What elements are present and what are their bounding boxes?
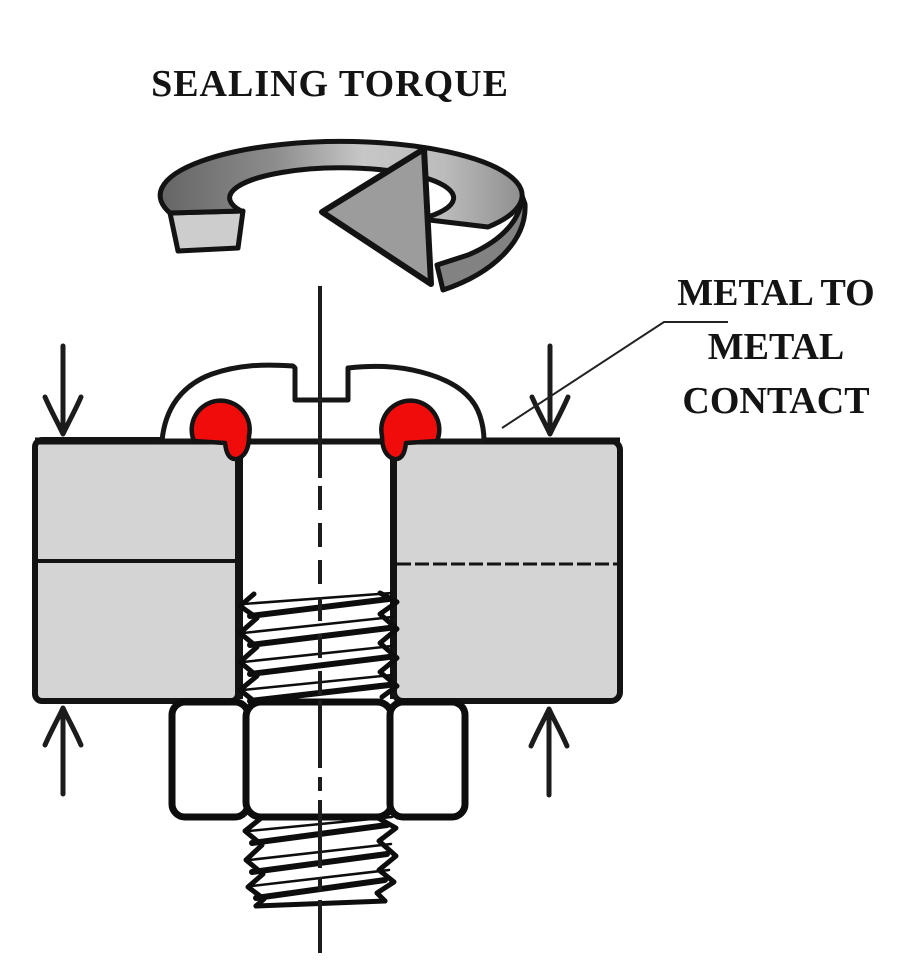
nut-face-left: [168, 698, 252, 821]
nut-face-right: [386, 698, 469, 821]
clamp-arrow-top-left: [42, 343, 84, 437]
seal-bead-left: [189, 398, 252, 462]
label-line-3: CONTACT: [682, 380, 870, 422]
clamp-arrow-bottom-left: [42, 705, 84, 797]
thread-roots: [241, 591, 394, 692]
seal-bead-right: [379, 398, 442, 462]
label-line-1: METAL TO: [677, 272, 875, 314]
clamp-force-arrows: [42, 343, 571, 798]
rotation-arrow-right-extrusion: [434, 190, 528, 293]
seal-beads: [189, 398, 442, 462]
clamp-arrow-bottom-right: [528, 706, 570, 798]
label-line-2: METAL: [707, 326, 845, 368]
leader-line: [501, 321, 728, 429]
thread-end-zigzag-left: [242, 816, 267, 909]
title-sealing-torque: SEALING TORQUE: [151, 63, 509, 105]
rotation-arrow-icon: [157, 138, 528, 293]
label-metal-to-metal-contact: METAL TO METAL CONTACT: [640, 266, 912, 428]
rotation-arrow-end-cap: [167, 208, 246, 254]
rotation-arrow-band: [157, 138, 525, 230]
plate-right: [391, 438, 623, 704]
plate-left: [32, 437, 241, 704]
clamp-arrow-top-right: [529, 343, 571, 437]
thread-end-zigzag-right: [374, 815, 399, 904]
thread-zigzag-right: [377, 590, 400, 700]
rotation-arrowhead: [319, 146, 434, 287]
